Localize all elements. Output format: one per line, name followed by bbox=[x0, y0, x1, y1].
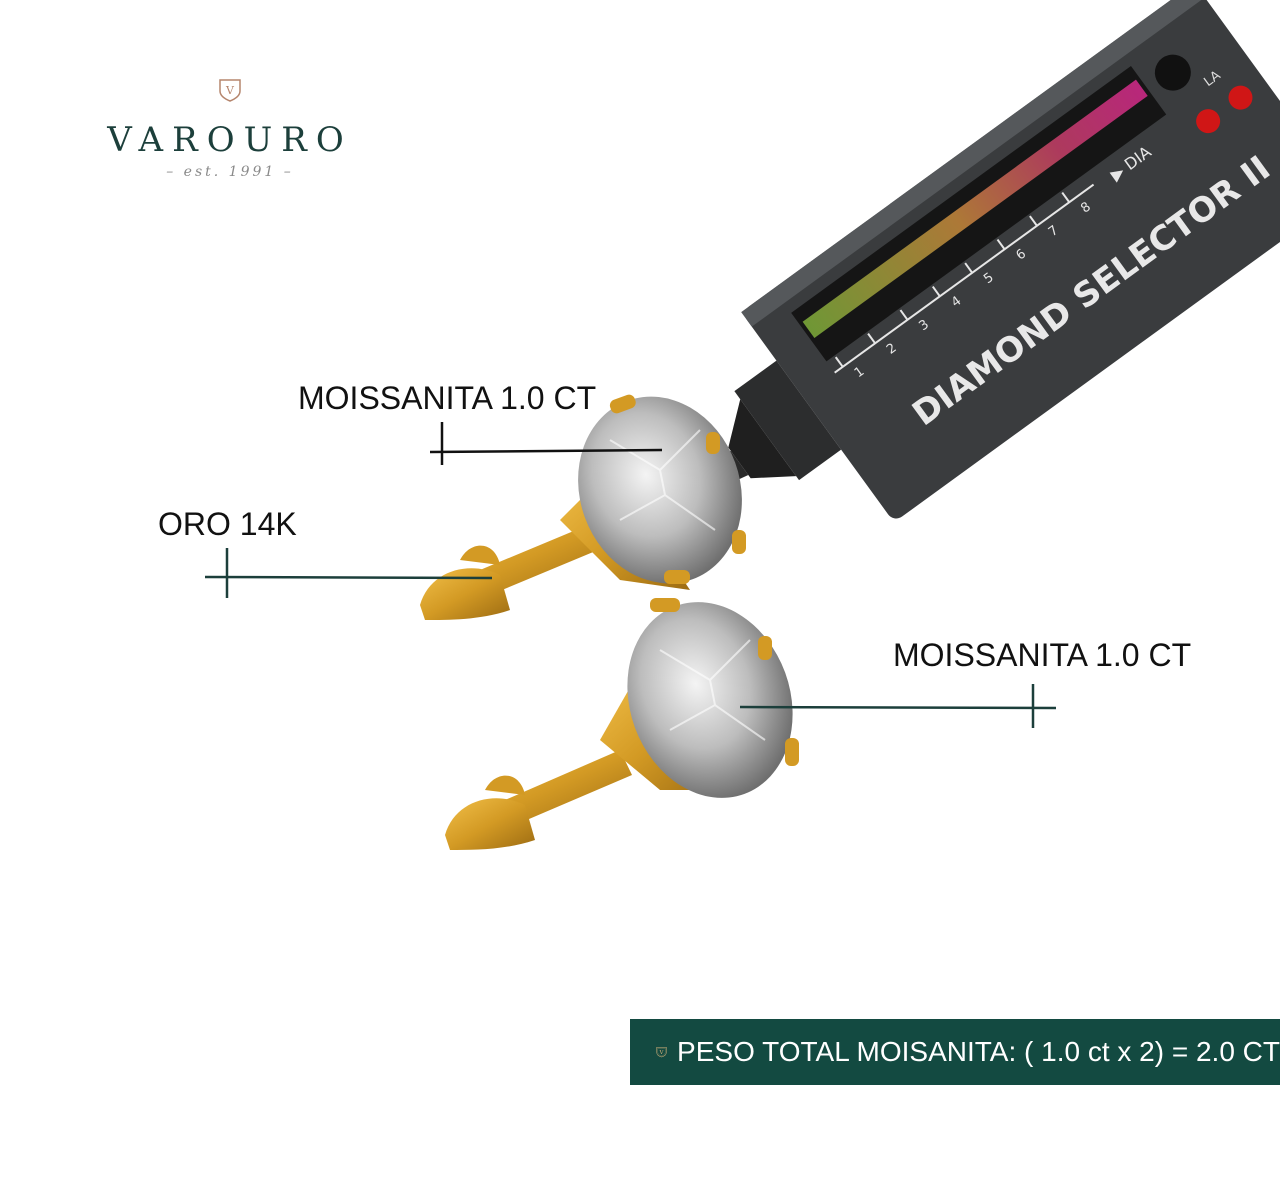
label-gold: ORO 14K bbox=[158, 506, 297, 542]
label-moissanite-bottom: MOISSANITA 1.0 CT bbox=[893, 637, 1192, 673]
total-weight-text: PESO TOTAL MOISANITA: ( 1.0 ct x 2) = 2.… bbox=[677, 1036, 1280, 1067]
callout-moissanite-bottom bbox=[739, 684, 1057, 728]
svg-text:V: V bbox=[659, 1050, 665, 1056]
scale-tick bbox=[931, 285, 941, 297]
callout-moissanite-top bbox=[429, 422, 663, 465]
callout-gold bbox=[204, 548, 493, 598]
tester-button bbox=[1154, 54, 1191, 91]
total-weight-banner: V PESO TOTAL MOISANITA: ( 1.0 ct x 2) = … bbox=[630, 1019, 1280, 1085]
scale-tick bbox=[1061, 191, 1071, 203]
led-indicator bbox=[1228, 85, 1253, 110]
scale-tick bbox=[834, 356, 844, 368]
brand-name: VAROURO bbox=[107, 120, 353, 160]
shield-icon: V bbox=[219, 79, 241, 102]
scale-tick bbox=[867, 333, 876, 344]
scale-tick bbox=[996, 238, 1006, 250]
brand-established: – est. 1991 – bbox=[166, 164, 294, 180]
shield-icon: V bbox=[656, 1046, 667, 1058]
scale-tick bbox=[964, 262, 974, 274]
earring-top bbox=[420, 394, 746, 620]
svg-text:V: V bbox=[225, 84, 235, 97]
scale-tick bbox=[1029, 215, 1038, 227]
led-indicator bbox=[1196, 109, 1221, 134]
label-moissanite-top: MOISSANITA 1.0 CT bbox=[298, 380, 597, 416]
scale-tick bbox=[899, 309, 909, 321]
earring-bottom bbox=[445, 598, 799, 850]
brand-logo: V VAROURO – est. 1991 – bbox=[100, 78, 360, 180]
